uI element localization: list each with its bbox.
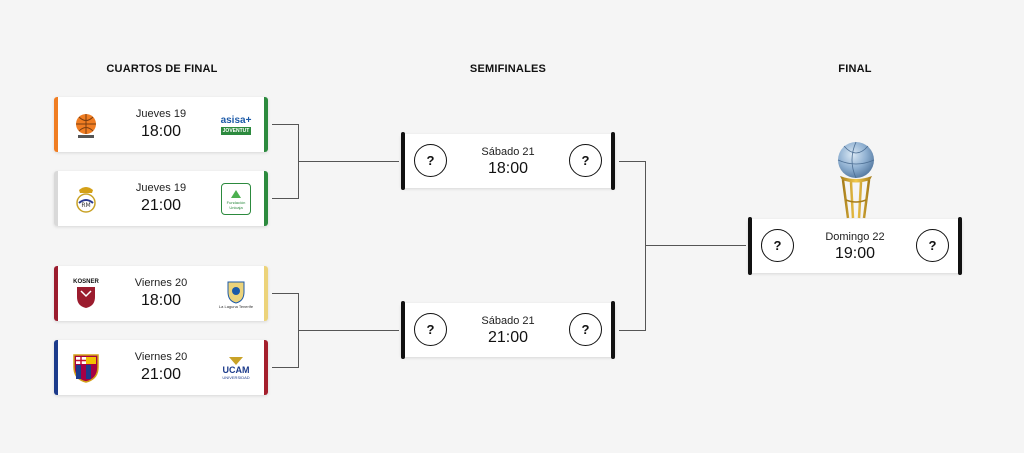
la-laguna-tenerife-logo: La Laguna Tenerife (216, 274, 256, 314)
bracket-line (645, 245, 746, 246)
semis-title: SEMIFINALES (469, 63, 547, 75)
fc-barcelona-logo (66, 348, 106, 388)
right-bar (611, 132, 615, 190)
bracket-line (298, 330, 399, 331)
bracket-line (619, 330, 645, 331)
bracket-line (619, 161, 645, 162)
match-day: Sábado 21 (481, 146, 535, 158)
match-time: 19:00 (834, 245, 876, 262)
bracket-line (272, 293, 298, 294)
fundacion-text: Fundación (226, 200, 246, 205)
match-time: 18:00 (487, 160, 529, 177)
svg-text:RM: RM (81, 202, 90, 209)
quarter-match-2[interactable]: RM Jueves 19 21:00 Fundación Unicaja (54, 171, 268, 226)
quarters-title: CUARTOS DE FINAL (106, 63, 218, 75)
unicaja-logo: Fundación Unicaja (216, 179, 256, 219)
away-color-bar (264, 97, 268, 152)
match-time: 21:00 (140, 197, 182, 214)
kosner-text: KOSNER (73, 279, 99, 285)
valencia-basket-logo (66, 105, 106, 145)
quarter-match-4[interactable]: Viernes 20 21:00 UCAM UNIVERSIDAD (54, 340, 268, 395)
away-color-bar (264, 266, 268, 321)
quarter-match-3[interactable]: KOSNER Viernes 20 18:00 La Laguna Teneri… (54, 266, 268, 321)
home-color-bar (54, 266, 58, 321)
copa-del-rey-trophy-icon (826, 140, 886, 220)
right-bar (958, 217, 962, 275)
bracket-line (298, 161, 399, 162)
ucam-murcia-logo: UCAM UNIVERSIDAD (216, 348, 256, 388)
universidad-text: UNIVERSIDAD (222, 375, 250, 380)
away-color-bar (264, 340, 268, 395)
match-day: Jueves 19 (135, 182, 187, 194)
bracket-line (272, 198, 298, 199)
match-day: Jueves 19 (135, 108, 187, 120)
joventut-text: JOVENTUT (220, 126, 252, 135)
final-title: FINAL (838, 63, 872, 75)
bracket-line (645, 161, 646, 331)
match-time: 18:00 (140, 292, 182, 309)
unknown-team-badge: ? (916, 229, 949, 262)
home-color-bar (54, 97, 58, 152)
match-time: 21:00 (487, 329, 529, 346)
unknown-team-badge: ? (569, 313, 602, 346)
unknown-team-badge: ? (569, 144, 602, 177)
semifinal-match-2[interactable]: ? Sábado 21 21:00 ? (401, 301, 615, 359)
unknown-team-badge: ? (414, 144, 447, 177)
match-day: Sábado 21 (481, 315, 535, 327)
bracket-line (272, 124, 298, 125)
match-day: Viernes 20 (134, 351, 188, 363)
match-day: Viernes 20 (134, 277, 188, 289)
left-bar (401, 132, 405, 190)
right-bar (611, 301, 615, 359)
home-color-bar (54, 340, 58, 395)
away-color-bar (264, 171, 268, 226)
baskonia-logo: KOSNER (66, 274, 106, 314)
home-color-bar (54, 171, 58, 226)
match-time: 18:00 (140, 123, 182, 140)
match-time: 21:00 (140, 366, 182, 383)
final-match[interactable]: ? Domingo 22 19:00 ? (748, 217, 962, 275)
left-bar (748, 217, 752, 275)
quarter-match-1[interactable]: Jueves 19 18:00 asisa+ JOVENTUT (54, 97, 268, 152)
match-day: Domingo 22 (825, 231, 885, 243)
ucam-text: UCAM (222, 365, 250, 375)
unknown-team-badge: ? (414, 313, 447, 346)
left-bar (401, 301, 405, 359)
unicaja-text: Unicaja (229, 205, 243, 210)
asisa-text: asisa+ (220, 114, 252, 126)
la-laguna-text: La Laguna Tenerife (218, 303, 254, 309)
unknown-team-badge: ? (761, 229, 794, 262)
bracket-line (272, 367, 298, 368)
asisa-joventut-logo: asisa+ JOVENTUT (216, 105, 256, 145)
real-madrid-logo: RM (66, 179, 106, 219)
semifinal-match-1[interactable]: ? Sábado 21 18:00 ? (401, 132, 615, 190)
